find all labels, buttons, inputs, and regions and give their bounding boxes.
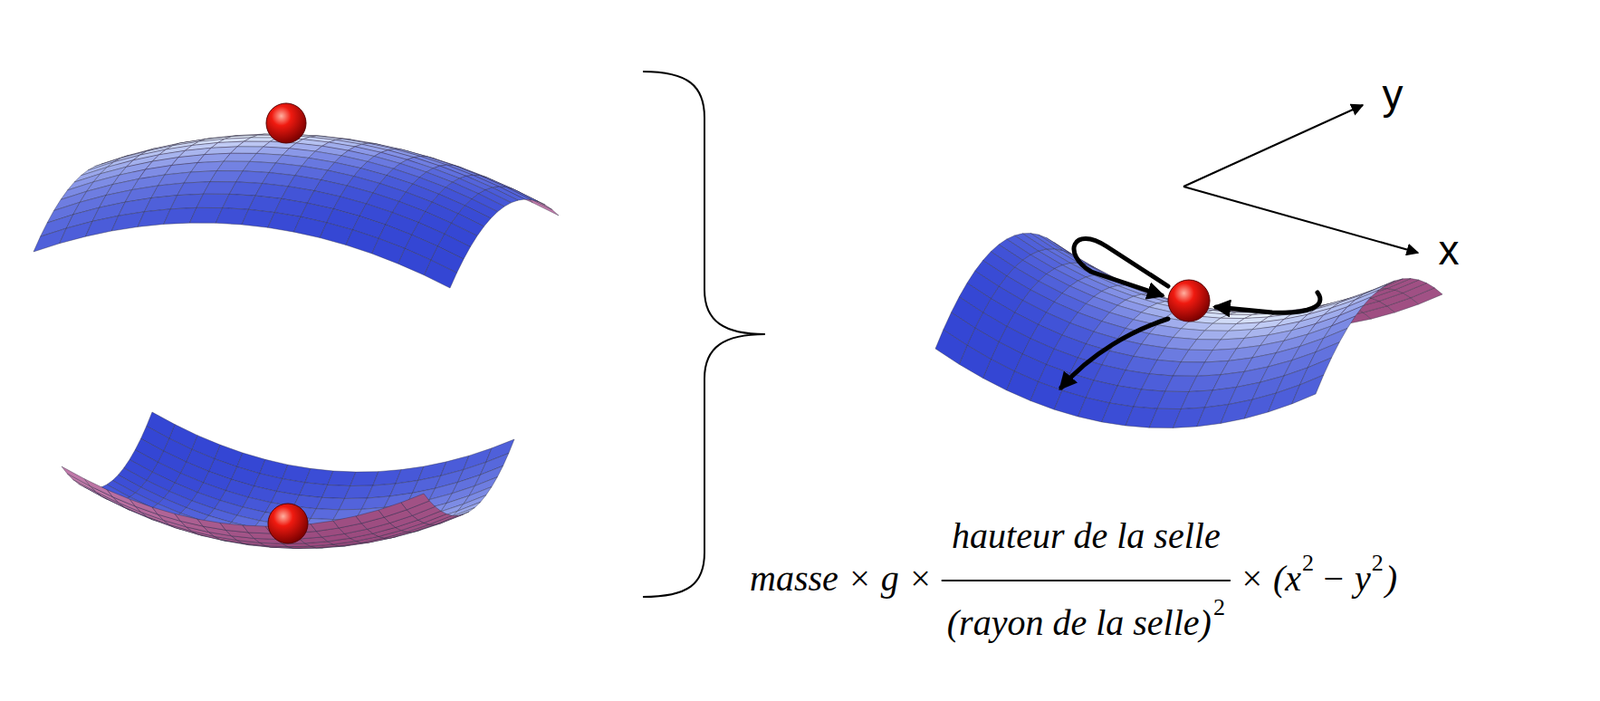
motion-arrow [1073, 238, 1169, 296]
formula-term: × (x [1239, 558, 1302, 599]
surface-patch [451, 501, 480, 517]
motion-arrow [1216, 292, 1321, 313]
formula-numerator: hauteur de la selle [951, 516, 1221, 556]
surface-patch [220, 522, 249, 533]
axis-line [1183, 186, 1418, 253]
surface-patch [61, 466, 90, 487]
curly-brace [642, 71, 766, 597]
formula-denominator: (rayon de la selle) [947, 603, 1212, 643]
axes [1183, 105, 1418, 253]
motion-arrows [1061, 238, 1321, 388]
surface-patch [129, 498, 158, 515]
surface-patch [106, 489, 135, 507]
formula-exponent: 2 [1213, 594, 1226, 622]
formula-exponent: 2 [1371, 550, 1384, 577]
formula-term: − y [1321, 558, 1371, 599]
ball [266, 103, 307, 144]
dome-surface [33, 134, 559, 288]
motion-arrow [1061, 318, 1169, 388]
saddle-surface [935, 233, 1443, 429]
formula-exponent: 2 [1302, 550, 1314, 577]
surface-patch [84, 479, 113, 498]
fraction-bar [941, 579, 1231, 582]
surface-patch [111, 211, 144, 231]
axis-label: y [1382, 71, 1404, 118]
axis-line [1183, 105, 1363, 187]
axis-label: x [1438, 227, 1460, 274]
formula-term: ) [1385, 558, 1398, 599]
surface-patch [935, 329, 968, 365]
surface-patch [1292, 374, 1324, 404]
bowl-surface [61, 411, 515, 548]
ball [268, 503, 308, 544]
surface-patch [1379, 278, 1411, 289]
surface-patch [372, 238, 405, 264]
formula-term: masse × g × [749, 558, 933, 599]
surface-patch [401, 493, 430, 510]
ball [1168, 279, 1210, 322]
